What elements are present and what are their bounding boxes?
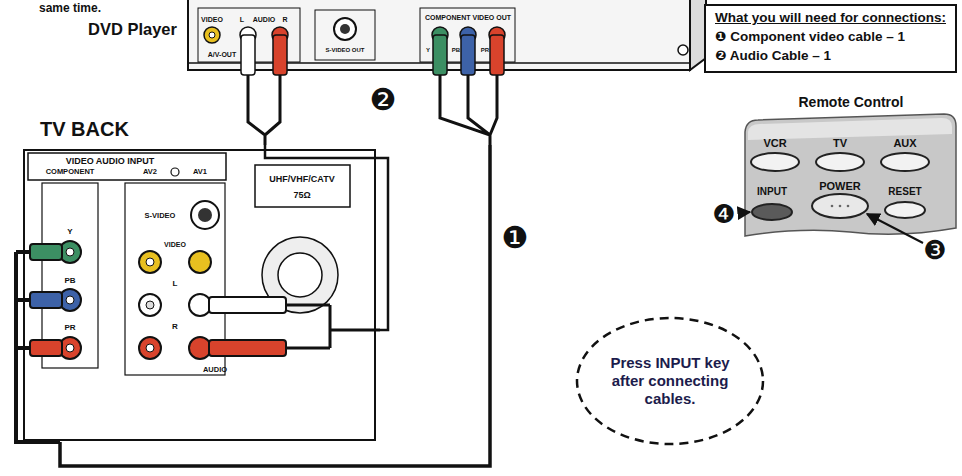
jack-label: AUDIO: [253, 16, 276, 23]
device-title: TV BACK: [40, 118, 129, 141]
button-label: TV: [833, 138, 847, 149]
jack-label: L: [240, 16, 244, 23]
jack-label: AUDIO: [203, 366, 227, 374]
jack-label: PB: [64, 277, 75, 285]
tv-cable-plugs: [16, 244, 380, 442]
jack-label: R: [282, 16, 287, 23]
panel-label: AV2: [143, 168, 157, 176]
panel-label: UHF/VHF/CATV: [269, 175, 334, 184]
jack-label: PR: [64, 324, 75, 332]
jack-label: VIDEO: [201, 16, 223, 23]
jack-label: S-VIDEO: [145, 212, 176, 220]
panel-label: COMPONENT VIDEO OUT: [425, 14, 511, 21]
parts-list-box: What you will need for connections:❶ Com…: [704, 4, 957, 73]
list-heading: What you will need for connections:: [715, 9, 946, 28]
button-label: VCR: [763, 138, 786, 149]
button-label: INPUT: [757, 187, 787, 197]
button-label: AUX: [893, 138, 916, 149]
dvd-cable-plugs: [241, 35, 504, 145]
list-item: ❶ Component video cable – 1: [715, 28, 946, 47]
button-label: POWER: [819, 181, 861, 192]
panel-label: S-VIDEO OUT: [325, 47, 364, 53]
jack-label: Y: [426, 47, 430, 53]
callout-number: ❶: [502, 223, 529, 253]
callout-number: ❹: [712, 201, 735, 227]
panel-label: AV1: [193, 168, 207, 176]
jack-label: L: [173, 280, 178, 288]
instruction-bubble: Press INPUT key after connecting cables.: [575, 316, 765, 446]
device-title: DVD Player: [88, 20, 177, 39]
jack-label: Y: [67, 228, 72, 236]
button-label: RESET: [888, 187, 921, 197]
remote-control-body: [745, 114, 956, 236]
cable-connector: [60, 145, 490, 466]
panel-label: 75Ω: [293, 191, 310, 200]
page-text: same time.: [39, 2, 101, 14]
callout-number: ❸: [923, 237, 946, 263]
remote-control: Remote Control: [745, 92, 957, 236]
jack-label: PB: [452, 47, 460, 53]
list-item: ❷ Audio Cable – 1: [715, 47, 946, 66]
jack-label: R: [172, 323, 178, 331]
instruction-text: Press INPUT key after connecting cables.: [606, 354, 734, 407]
callout-number: ❷: [370, 85, 397, 115]
dvd-player: DVD Player: [88, 0, 688, 145]
device-title: Remote Control: [745, 94, 957, 110]
leader-line: [738, 212, 923, 243]
panel-label: COMPONENT: [46, 168, 95, 176]
jack-label: PR: [481, 47, 489, 53]
panel-label: A/V-OUT: [208, 51, 236, 58]
cable-connector: [265, 145, 388, 330]
jack-label: VIDEO: [164, 241, 186, 248]
panel-label: VIDEO AUDIO INPUT: [66, 157, 155, 166]
tv-back-panel: [24, 150, 375, 440]
